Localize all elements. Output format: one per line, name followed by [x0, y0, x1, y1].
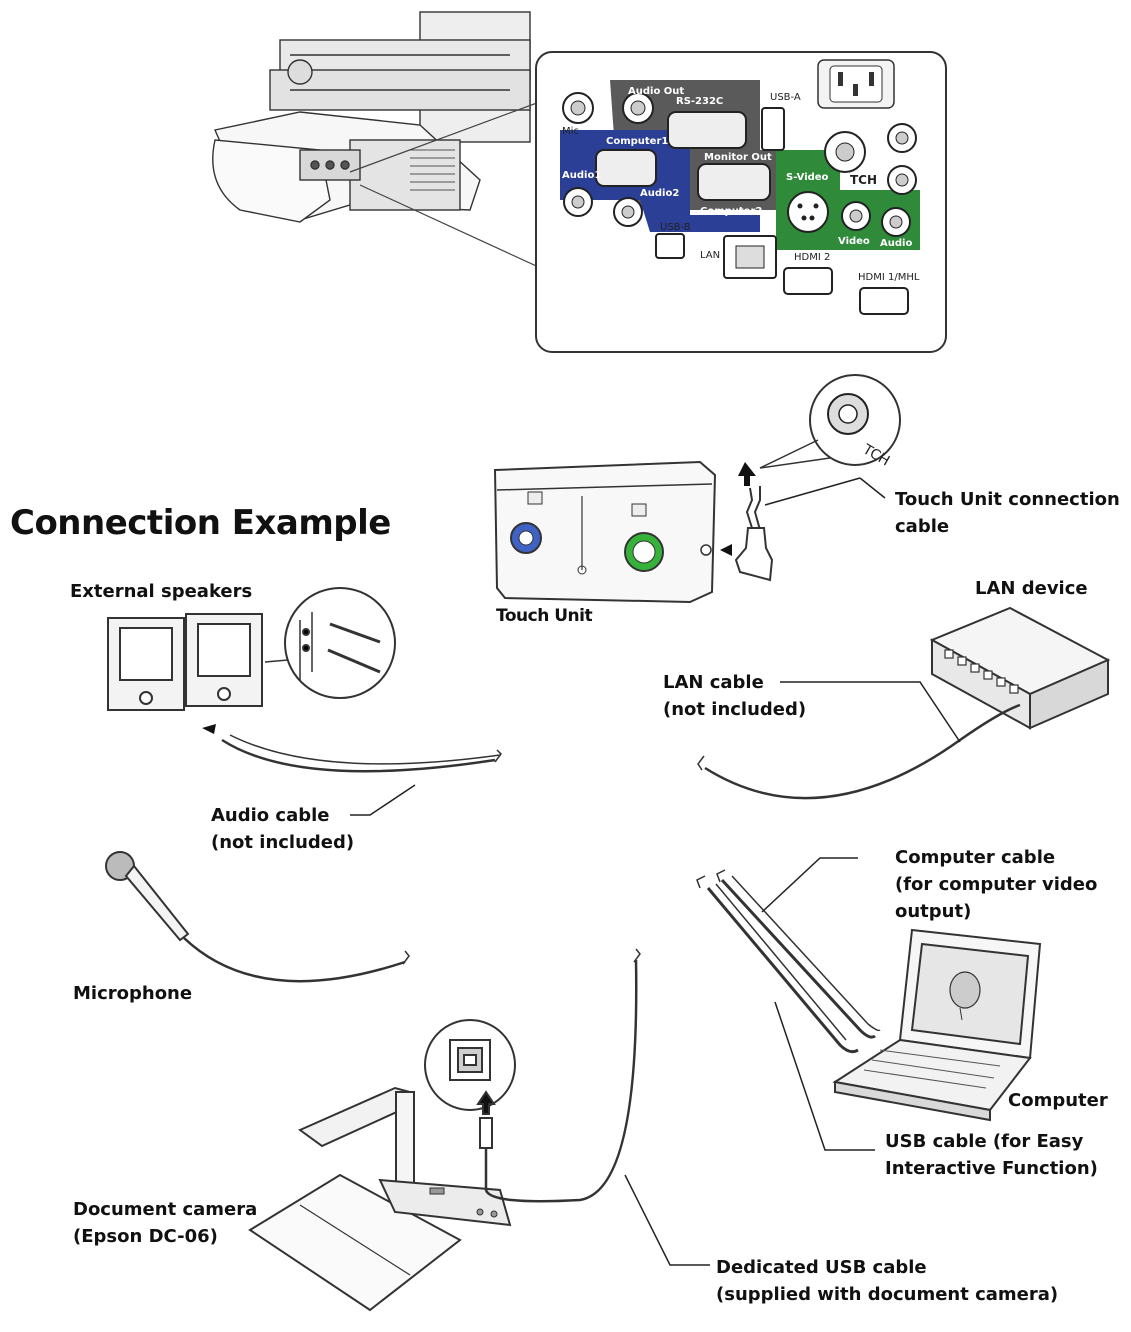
- document-camera-illustration: [248, 948, 641, 1312]
- port-label-mic: Mic: [562, 126, 579, 137]
- lan-device-illustration: [929, 606, 1111, 730]
- port-label-audio2: Audio2: [640, 188, 679, 199]
- port-label-lan: LAN: [700, 250, 720, 261]
- label-document-camera: Document camera(Epson DC-06): [73, 1199, 258, 1247]
- label-lan-cable: LAN cable(not included): [663, 672, 807, 720]
- computer-illustration: [832, 928, 1042, 1122]
- label-touch-unit: Touch Unit: [496, 606, 593, 626]
- port-label-computer2: Computer2: [700, 206, 762, 217]
- port-label-audio1: Audio1: [562, 170, 601, 181]
- section-heading: Connection Example: [10, 503, 391, 543]
- port-label-tch: TCH: [850, 173, 877, 187]
- port-label-monitor-out: Monitor Out: [704, 152, 772, 163]
- port-label-hdmi2: HDMI 2: [794, 252, 830, 263]
- port-label-usb-a: USB-A: [770, 92, 801, 103]
- microphone-illustration: [105, 851, 410, 983]
- port-label-hdmi1: HDMI 1/MHL: [858, 272, 920, 283]
- port-label-rs232c: RS-232C: [676, 96, 723, 107]
- port-label-audio: Audio: [880, 238, 912, 249]
- label-dedicated-usb-cable: Dedicated USB cable(supplied with docume…: [716, 1257, 1059, 1305]
- port-label-video: Video: [838, 236, 870, 247]
- speakers-illustration: [107, 587, 396, 711]
- touch-unit-illustration: [493, 460, 732, 604]
- label-computer: Computer: [1008, 1090, 1108, 1111]
- label-lan-device: LAN device: [975, 578, 1088, 599]
- label-audio-cable: Audio cable(not included): [211, 805, 355, 853]
- port-label-computer1: Computer1: [606, 136, 668, 147]
- label-external-speakers: External speakers: [70, 581, 253, 602]
- port-panel: Audio Out RS-232C USB-A Mic Computer1 Mo…: [535, 51, 947, 353]
- tch-zoom-callout: TCH: [738, 374, 901, 486]
- port-label-s-video: S-Video: [786, 172, 829, 183]
- port-label-audio-out: Audio Out: [628, 86, 684, 97]
- label-microphone: Microphone: [73, 983, 193, 1004]
- port-label-usb-b: USB-B: [660, 222, 691, 233]
